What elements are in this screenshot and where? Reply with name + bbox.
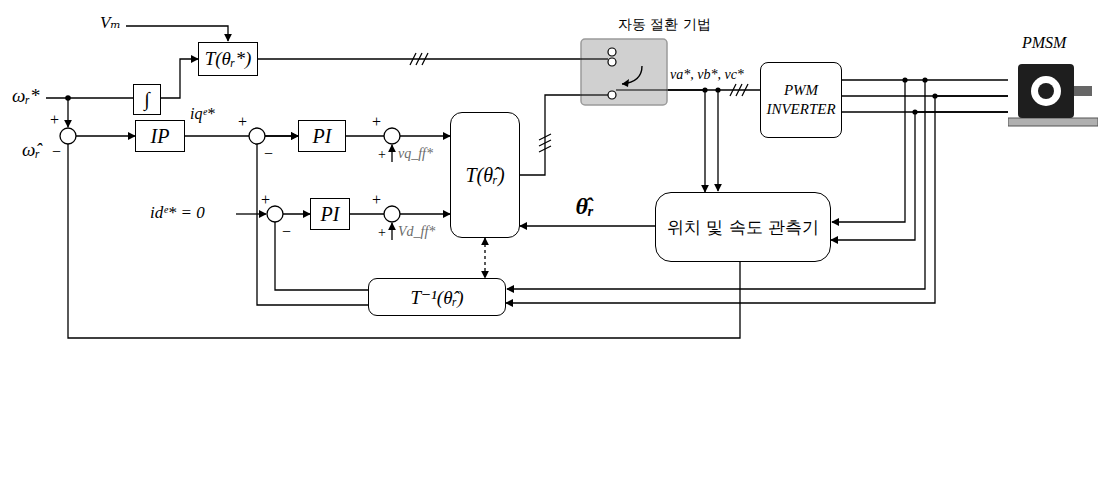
controller-box: PI [310,198,350,230]
signal-connector [831,112,1008,240]
block-label: IP [151,125,170,148]
block-label: ∫ [144,88,149,111]
signal-name: ωᵣ* [12,86,40,105]
sign: − [52,144,61,160]
signal-name: vq_ff* [398,147,433,161]
block-heading: 자동 절환 기법 [618,16,711,34]
signal-connector [520,225,655,226]
signal-connector [484,238,485,278]
feedforward-wire [391,223,392,240]
signal-name: va*, vb*, vc* [670,68,744,82]
signal-connector [161,59,198,98]
reference-wire [67,98,68,127]
controller-box: IP [135,120,185,152]
summing-junction [60,128,76,144]
summing-junction [249,128,265,144]
signal-connector [257,136,368,305]
controller-box: PI [298,120,346,152]
sign: + [378,148,386,162]
signal-connector [520,95,580,175]
transform-box: T(θᵣ*) [198,42,258,76]
sign: + [372,114,381,130]
block-label: T⁻¹(θ̂ᵣ) [411,286,464,309]
sign: + [238,114,247,130]
sense-wire [832,80,905,222]
feedforward-wire [391,145,392,162]
sign: + [50,112,59,128]
signal-name: iqᵉ* [190,106,215,122]
signal-connector [506,96,1008,303]
phase-wire [832,79,1008,80]
signal-name: ω̂ᵣ [22,140,40,159]
sign: + [261,192,270,208]
signal-name: Vₘ [100,14,121,31]
integrator-box: ∫ [133,84,161,115]
reference-wire [46,97,133,98]
summing-junction [267,206,283,222]
summing-junction [384,128,400,144]
block-label: PI [321,203,340,226]
block-label: PWM INVERTER [761,81,841,120]
signal-connector [68,136,740,338]
sign: − [282,224,291,240]
block-label: T(θ̂ᵣ) [465,164,504,187]
voltage-tap [717,90,718,191]
edge-label: θ̂ᵣ [574,194,596,218]
block-label: PI [313,125,332,148]
reference-wire [236,213,266,214]
sign: + [372,192,381,208]
signal-connector [668,90,705,192]
sign: + [378,226,386,240]
signal-name: idᵉ* = 0 [150,204,205,221]
summing-junction [384,206,400,222]
switch-block: 자동 절환 기법 [580,38,668,106]
voltage-wire [126,26,228,41]
inverter-box: PWM INVERTER [760,62,842,138]
sense-wire [507,80,925,289]
switch-symbol [580,38,668,106]
block-label: 위치 및 속도 관측기 [667,216,819,239]
phase-wire [832,111,1008,112]
motor-symbol [1008,58,1098,128]
transform-box: T(θ̂ᵣ) [450,112,520,238]
block-label: T(θᵣ*) [205,48,252,70]
observer-box: 위치 및 속도 관측기 [655,192,831,262]
motor: PMSM [1008,58,1098,128]
signal-name: Vd_ff* [398,225,435,239]
sign: − [264,146,273,162]
block-heading: PMSM [1022,34,1066,52]
transform-box: T⁻¹(θ̂ᵣ) [368,278,506,316]
